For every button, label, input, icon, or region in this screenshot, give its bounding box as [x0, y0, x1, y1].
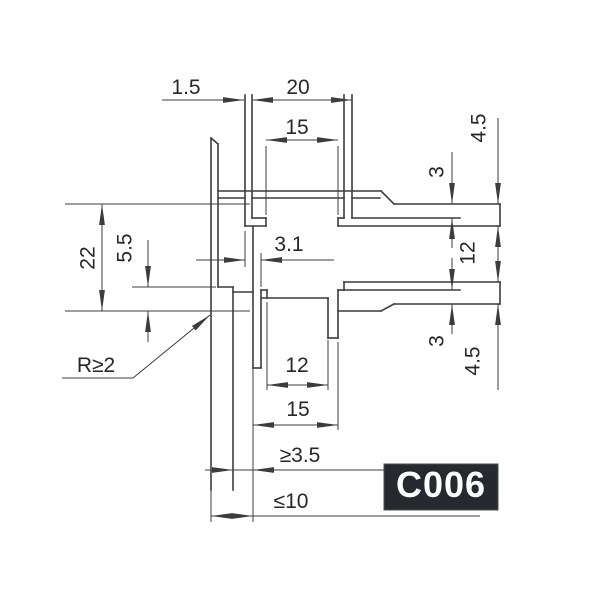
- dim-bottom-clip-opening-label: 12: [285, 354, 308, 377]
- dim-bottom-channel-label: 15: [286, 398, 309, 421]
- dim-lower-arm-total: 4.5: [462, 304, 501, 390]
- dim-glass-depth-max: ≤10: [211, 490, 480, 519]
- dim-center-offset-label: 3.1: [274, 233, 303, 256]
- dim-top-clip-opening: 15: [266, 116, 338, 143]
- dim-top-opening-label: 20: [286, 76, 309, 99]
- note-corner-radius: R≥2: [62, 314, 211, 379]
- dim-upper-arm-total-label: 4.5: [468, 113, 491, 142]
- dim-glass-depth-max-label: ≤10: [274, 490, 309, 513]
- dim-top-wall: 1.5: [162, 76, 244, 103]
- part-code-badge: C006: [383, 463, 499, 511]
- dim-top-wall-label: 1.5: [171, 76, 200, 99]
- extension-lines: [65, 146, 339, 522]
- dim-upper-arm-wall: 3: [426, 152, 455, 248]
- dim-glass-slot-min-label: ≥3.5: [280, 444, 321, 467]
- dim-lower-arm-wall: 3: [426, 258, 455, 347]
- dim-side-cavity-label: 12: [457, 241, 480, 264]
- dim-upper-arm-wall-label: 3: [426, 166, 449, 178]
- dim-bottom-clip-opening: 12: [267, 354, 328, 388]
- dim-left-overall-label: 22: [77, 246, 100, 269]
- dim-top-clip-opening-label: 15: [285, 116, 308, 139]
- note-corner-radius-label: R≥2: [77, 354, 115, 377]
- part-code-badge-bg: [383, 463, 499, 511]
- dim-lower-arm-wall-label: 3: [426, 335, 449, 347]
- dim-bottom-channel: 15: [253, 398, 338, 428]
- dim-left-step: 5.5: [114, 233, 151, 342]
- dim-upper-arm-total: 4.5: [468, 113, 501, 204]
- dim-lower-arm-total-label: 4.5: [462, 346, 485, 375]
- part-code-label: C006: [396, 464, 486, 505]
- dim-center-offset: 3.1: [196, 233, 334, 263]
- profile-outline: [209, 94, 501, 491]
- dim-left-overall: 22: [77, 204, 105, 311]
- dim-side-cavity: 12: [457, 226, 501, 282]
- dim-left-step-label: 5.5: [114, 233, 137, 262]
- dim-top-opening: 20: [252, 76, 352, 103]
